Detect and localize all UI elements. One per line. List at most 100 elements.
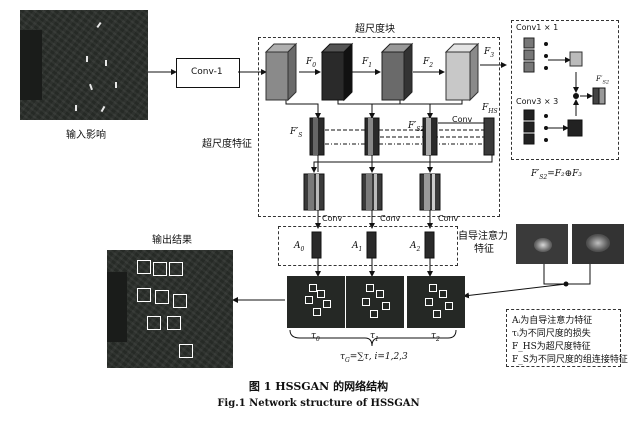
detect-box — [317, 290, 325, 298]
detect-box — [305, 296, 313, 304]
slab-row2-0 — [303, 173, 325, 211]
attention-blob — [586, 234, 610, 252]
a0-text: A — [294, 241, 301, 251]
fhs-label: FHS — [482, 104, 498, 115]
conv-label-a1: Conv — [380, 214, 401, 223]
fs2p-text: F′ — [408, 121, 417, 131]
ship-mark — [86, 56, 88, 62]
tau0-image — [287, 276, 345, 328]
slab-row2-2 — [419, 173, 441, 211]
slab-a0 — [311, 231, 322, 259]
conv3x3-label: Conv3 × 3 — [516, 97, 559, 106]
conv1-box — [176, 58, 240, 88]
tau1-label: τ1 — [370, 332, 379, 343]
superscale-block-title: 超尺度块 — [355, 24, 395, 35]
tau1-image — [346, 276, 404, 328]
detect-box — [425, 298, 433, 306]
fs0p-label: F′S — [290, 128, 302, 139]
detect-box — [137, 260, 151, 274]
tau2-text: τ — [431, 331, 436, 341]
a0-label: A0 — [294, 242, 304, 253]
tau0-label: τ0 — [311, 332, 320, 343]
detect-box — [173, 294, 187, 308]
detect-box — [155, 290, 169, 304]
cube-f3 — [444, 42, 480, 102]
output-result-label: 输出结果 — [152, 235, 192, 246]
detect-box — [179, 344, 193, 358]
ship-mark — [105, 60, 107, 66]
legend-line-4: F_S为不同尺度的组连接特征 — [512, 355, 628, 365]
caption-en: Fig.1 Network structure of HSSGAN — [217, 398, 420, 409]
self-attention-label-2: 特征 — [474, 244, 494, 255]
inset-conv3-stack — [523, 109, 583, 145]
attention-map-2 — [572, 224, 624, 264]
conv-label-a0: Conv — [322, 214, 343, 223]
fhs-sub: HS — [488, 107, 498, 115]
formula-lhs-sub: S2 — [539, 173, 548, 181]
f1-label: F1 — [362, 58, 372, 69]
conv1-label: Conv-1 — [191, 67, 223, 77]
slab-a2 — [424, 231, 435, 259]
detect-box — [137, 288, 151, 302]
detect-box — [362, 298, 370, 306]
conv-label-top: Conv — [452, 115, 473, 124]
cube-f2 — [380, 42, 414, 102]
conv1x1-label: Conv1 × 1 — [516, 23, 559, 32]
f2-sub: 2 — [429, 61, 434, 69]
inset-fs2-sub: S2 — [602, 79, 610, 86]
inset-frame — [511, 20, 619, 160]
detect-box — [313, 308, 321, 316]
slab-fs0 — [309, 117, 325, 156]
slab-fs2 — [422, 117, 438, 156]
fhs-text: F — [482, 103, 489, 113]
f0-label: F0 — [306, 58, 316, 69]
ship-mark — [75, 105, 77, 111]
f2-text: F — [423, 57, 430, 67]
output-image — [107, 250, 233, 368]
fs0p-sub: S — [298, 131, 303, 139]
formula-lhs: F′ — [531, 169, 540, 179]
formula-rhs: =F₂⊕F₃ — [547, 169, 583, 179]
slab-a1 — [366, 231, 377, 259]
cube-f1 — [320, 42, 354, 102]
legend-frame — [506, 309, 621, 367]
detect-box — [370, 310, 378, 318]
inset-fs2-text: F′ — [596, 75, 603, 83]
input-image-label: 输入影响 — [66, 130, 106, 141]
a2-sub: 2 — [416, 245, 421, 253]
f0-sub: 0 — [312, 61, 317, 69]
a2-label: A2 — [410, 242, 420, 253]
inset-output-cube — [592, 87, 606, 105]
f3-sub: 3 — [490, 51, 495, 59]
superscale-feature-label: 超尺度特征 — [202, 139, 252, 150]
tau2-image — [407, 276, 465, 328]
legend-line-2: τᵢ为不同尺度的损失 — [512, 329, 591, 339]
f1-text: F — [362, 57, 369, 67]
inset-formula: F′S2=F₂⊕F₃ — [531, 170, 582, 181]
tau1-sub: 1 — [374, 335, 379, 343]
inset-fs2-label: F′S2 — [596, 76, 609, 85]
slab-fs1 — [364, 117, 380, 156]
tau-sum-formula: τG=∑τ, i=1,2,3 — [340, 353, 408, 364]
f1-sub: 1 — [368, 61, 373, 69]
tau-sum-rest: =∑τ, i=1,2,3 — [349, 352, 408, 362]
image-texture — [107, 250, 233, 368]
a2-text: A — [410, 241, 417, 251]
superscale-block-frame — [258, 37, 500, 217]
detect-box — [323, 300, 331, 308]
detect-box — [445, 302, 453, 310]
detect-box — [309, 284, 317, 292]
ship-mark — [115, 82, 117, 88]
f3-text: F — [484, 47, 491, 57]
slab-row2-1 — [361, 173, 383, 211]
land-region — [107, 272, 127, 342]
legend-line-1: Aᵢ为自导注意力特征 — [512, 316, 593, 326]
land-region — [20, 30, 42, 100]
attention-frame — [278, 226, 458, 266]
attention-blob — [534, 238, 552, 252]
caption-zh: 图 1 HSSGAN 的网络结构 — [248, 380, 389, 393]
detect-box — [169, 262, 183, 276]
slab-fhs — [483, 117, 495, 156]
legend-line-3: F_HS为超尺度特征 — [512, 342, 591, 352]
